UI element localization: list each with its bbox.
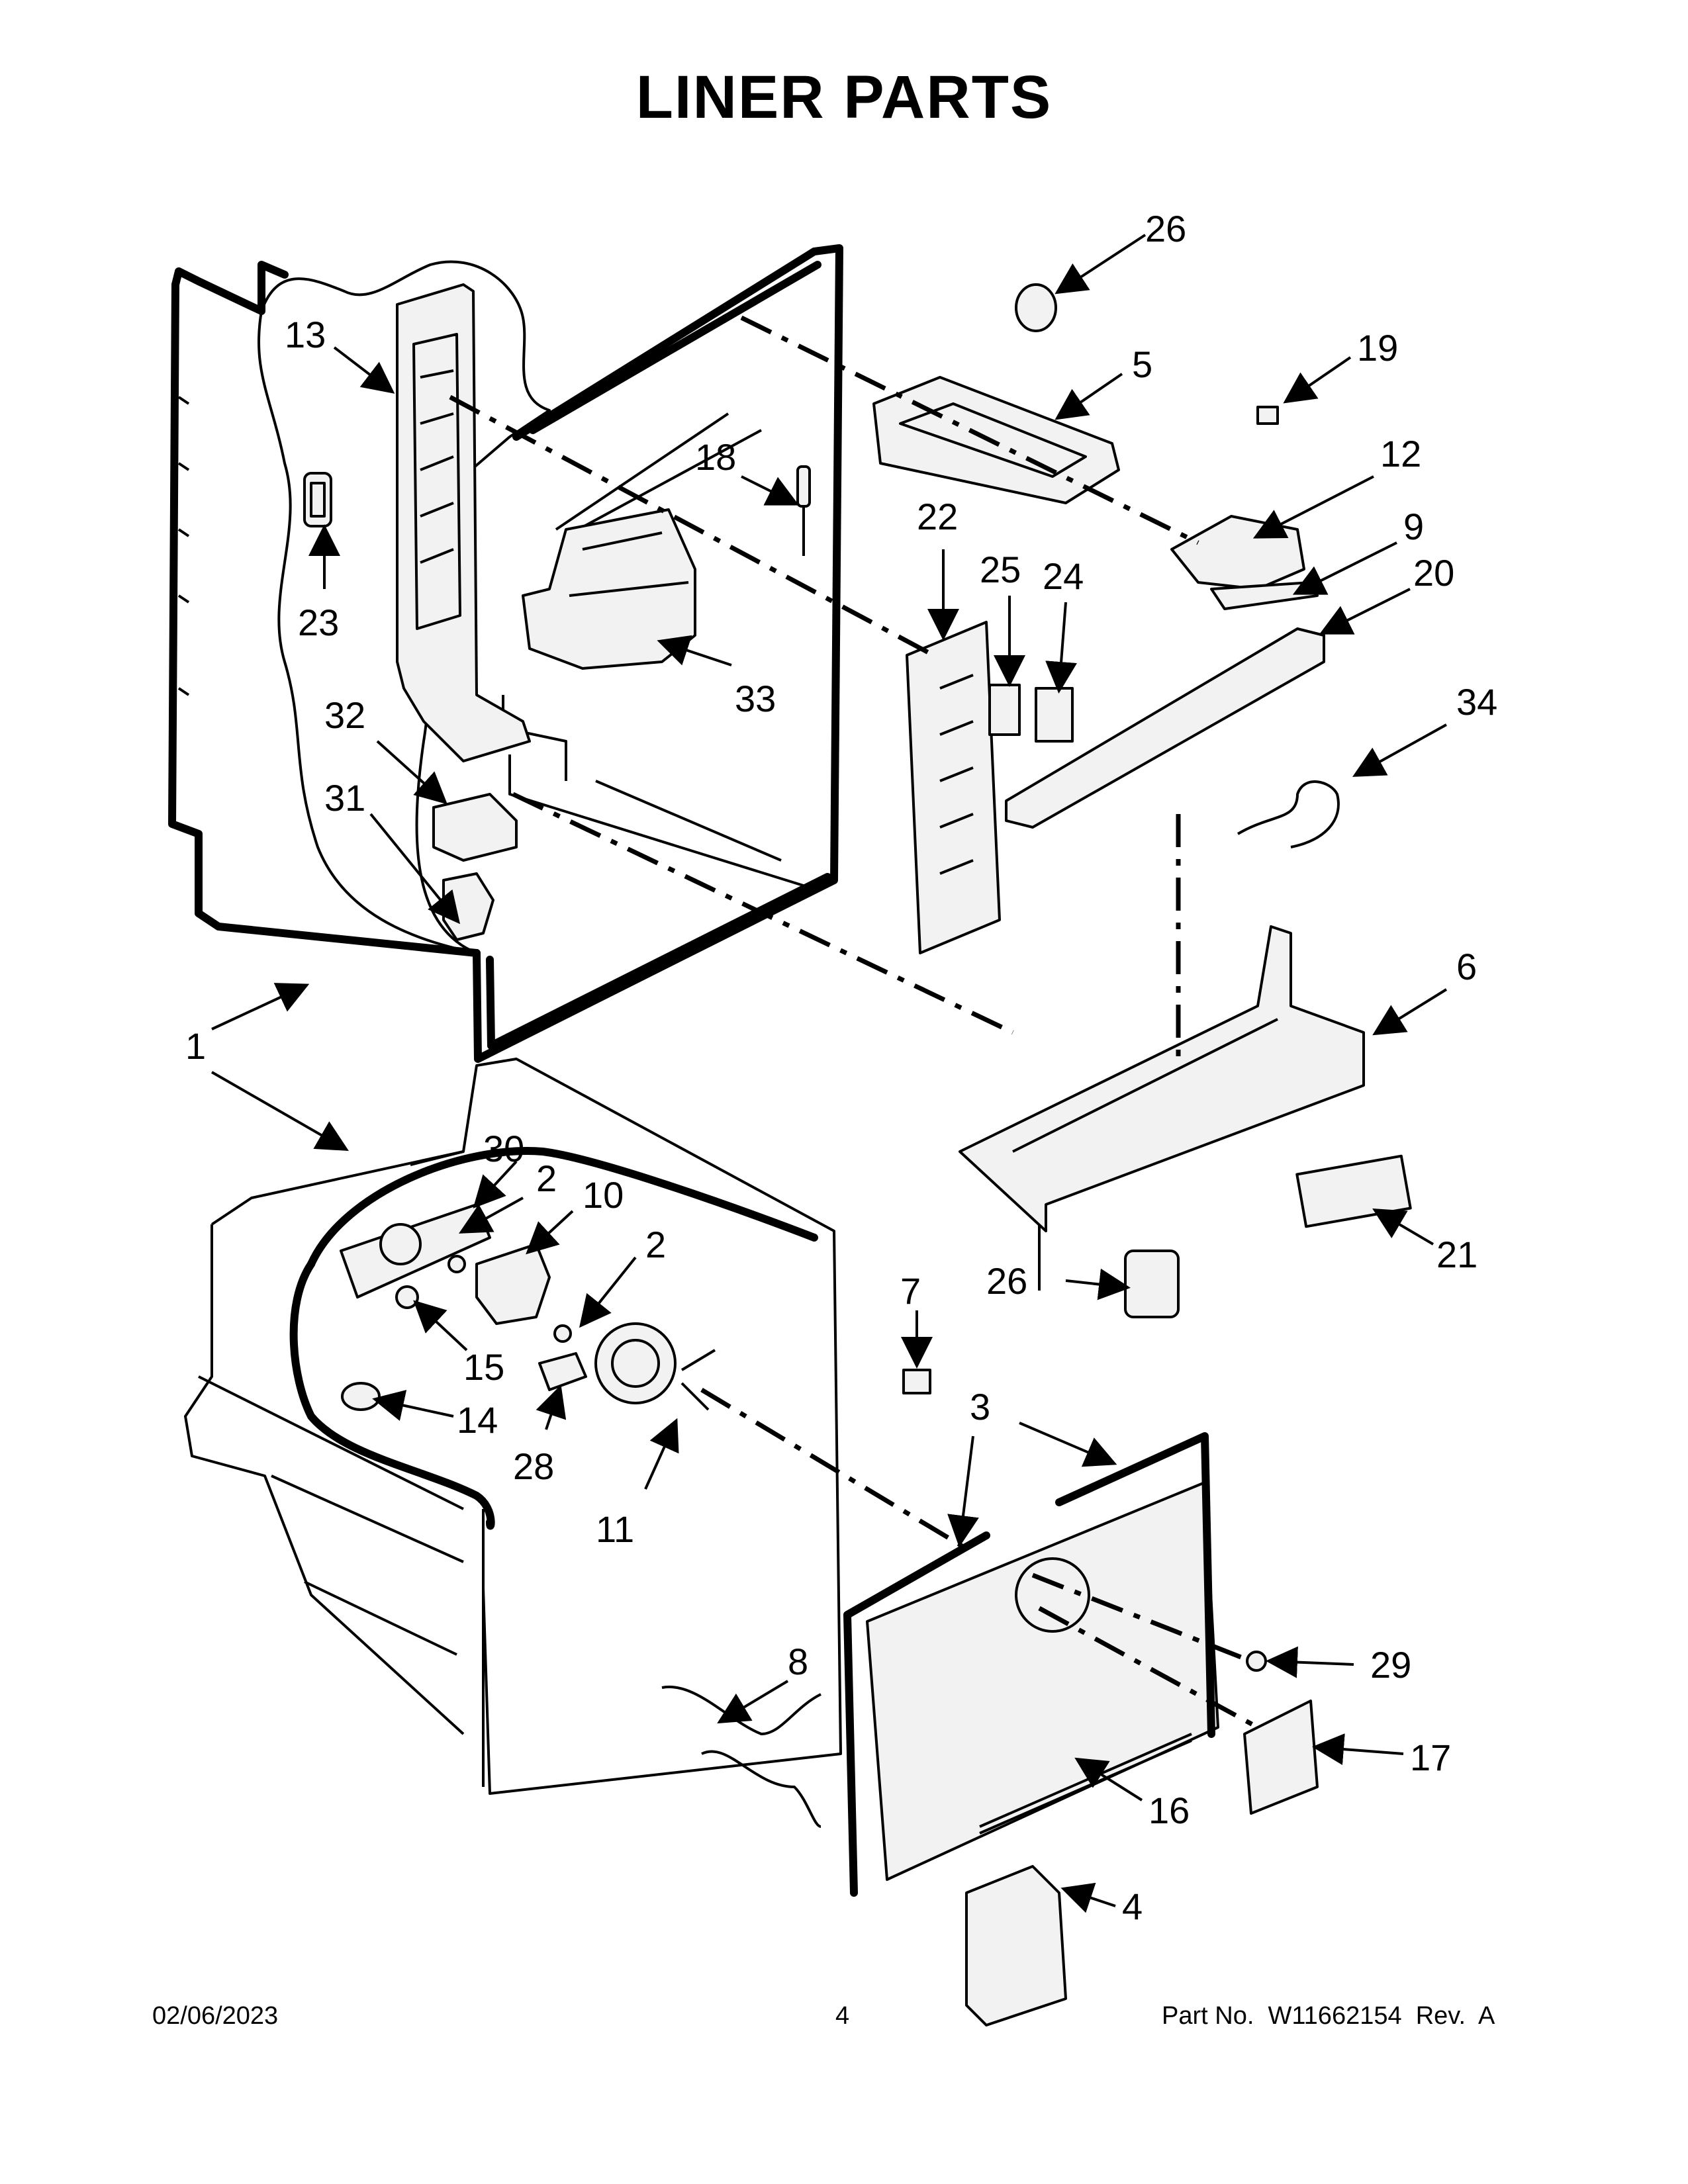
- grille-part-24: [1035, 687, 1074, 743]
- callout-16: 16: [1149, 1790, 1190, 1831]
- callout-26: 26: [986, 1260, 1027, 1302]
- callout-labels: 26 5 19 12 9 20 34 6 21 26 7 3 29 17 16 …: [185, 208, 1497, 1927]
- cover-part-26: [1124, 1250, 1180, 1318]
- callout-22: 22: [917, 496, 958, 537]
- callout-20: 20: [1413, 552, 1454, 594]
- callout-17: 17: [1410, 1737, 1451, 1778]
- callout-9: 9: [1403, 506, 1424, 547]
- callout-1: 1: [185, 1025, 206, 1067]
- footer-page-number: 4: [835, 2002, 850, 2030]
- probe-part-18: [796, 465, 811, 556]
- callout-32: 32: [324, 694, 365, 736]
- callout-8: 8: [788, 1641, 808, 1682]
- harness-part-34: [1237, 780, 1340, 848]
- clip-part-7: [902, 1369, 931, 1394]
- harness-part-8: [661, 1685, 821, 1828]
- housing-part-12: [1170, 515, 1319, 610]
- callout-34: 34: [1456, 681, 1497, 723]
- callout-23: 23: [298, 602, 339, 643]
- cutaway-outline: [257, 260, 551, 954]
- callout-12: 12: [1380, 433, 1421, 475]
- ice-bucket-part-33: [522, 508, 696, 670]
- callout-27: 26: [1145, 208, 1186, 250]
- light-part-23: [303, 472, 332, 527]
- callout-33: 33: [735, 678, 776, 719]
- callout-11: 11: [596, 1508, 634, 1550]
- knob-part-27: [1015, 283, 1057, 332]
- panel-part-22: [906, 621, 1001, 954]
- callout-18: 18: [695, 436, 736, 478]
- footer-part-number: Part No. W11662154 Rev. A: [1162, 2002, 1495, 2030]
- gasket-part-3: [843, 1432, 1215, 1897]
- callout-5: 5: [1132, 343, 1152, 385]
- pan-part-6: [959, 925, 1365, 1291]
- cover-part-4: [965, 1865, 1067, 2026]
- switch-part-19: [1256, 406, 1279, 425]
- callout-6: 6: [1456, 946, 1477, 987]
- callout-3: 3: [970, 1386, 990, 1428]
- leader-arrows: [211, 234, 1448, 1913]
- callout-29: 29: [1370, 1644, 1411, 1686]
- fan-parts-cluster: [340, 1203, 716, 1411]
- housing-part-17: [1243, 1700, 1319, 1815]
- callout-19: 19: [1357, 327, 1398, 369]
- filter-part-25: [988, 684, 1021, 736]
- callout-15: 15: [463, 1346, 504, 1388]
- callout-4: 4: [1122, 1886, 1143, 1927]
- callout-13: 13: [285, 314, 326, 355]
- callout-31: 31: [324, 777, 365, 819]
- footer-date: 02/06/2023: [152, 2002, 279, 2030]
- damper-parts-31-32: [432, 793, 518, 941]
- callout-30: 30: [483, 1128, 524, 1169]
- screw-part-29: [1246, 1651, 1267, 1672]
- callout-24: 24: [1043, 555, 1084, 597]
- callout-14: 14: [457, 1399, 498, 1441]
- page-title: LINER PARTS: [635, 64, 1053, 131]
- cover-part-20: [1005, 627, 1325, 829]
- control-part-21: [1295, 1154, 1412, 1228]
- alignment-lines: [449, 315, 1259, 1730]
- callout-2b: 2: [645, 1224, 666, 1265]
- upper-liner-part: [168, 244, 843, 1063]
- callout-25: 25: [980, 549, 1021, 590]
- bracket-part-5: [872, 376, 1120, 504]
- air-tower-part-13: [396, 283, 531, 762]
- callout-28: 28: [513, 1445, 554, 1487]
- callout-21: 21: [1436, 1234, 1477, 1275]
- callout-2a: 2: [536, 1158, 557, 1199]
- lower-liner-part: [184, 1058, 842, 1795]
- callout-10: 10: [583, 1174, 624, 1216]
- callout-7: 7: [900, 1270, 921, 1312]
